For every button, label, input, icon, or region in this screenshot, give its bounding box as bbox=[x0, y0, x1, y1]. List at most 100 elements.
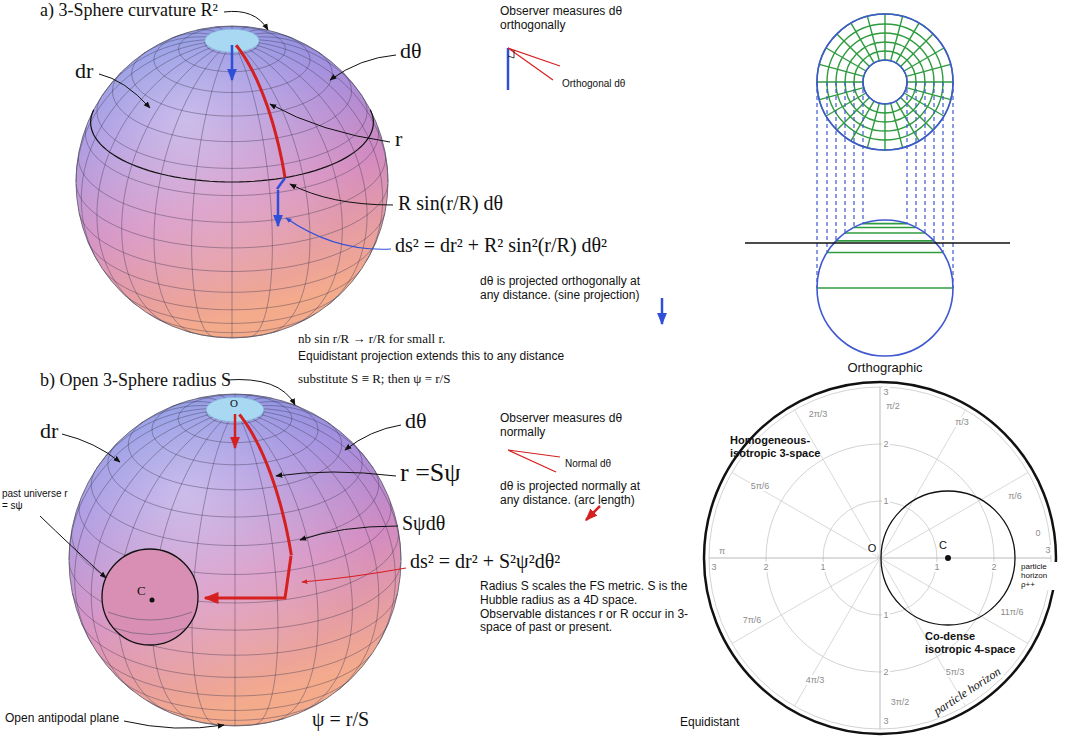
figure-caption: Equidistant bbox=[680, 716, 739, 730]
grid-spoke bbox=[732, 558, 880, 644]
sphere-grid-line bbox=[186, 719, 284, 726]
sphere-grid-line bbox=[91, 410, 235, 692]
axis-tick: 3 bbox=[710, 562, 717, 572]
sphere-grid-line bbox=[97, 97, 367, 168]
leader-line bbox=[62, 434, 120, 462]
angle-tick: 11π/6 bbox=[999, 607, 1024, 617]
sphere-grid-line bbox=[232, 41, 367, 306]
projection-dash bbox=[844, 82, 845, 233]
math-label: dθ bbox=[400, 38, 422, 63]
projection-dash bbox=[933, 82, 934, 241]
observer-arrow bbox=[234, 414, 237, 448]
equidistant-chart bbox=[704, 382, 1056, 734]
leader-line bbox=[302, 568, 406, 582]
grid-spoke bbox=[837, 98, 870, 131]
panel-title: a) 3-Sphere curvature R² bbox=[40, 0, 218, 21]
angle-tick: 7π/6 bbox=[742, 615, 763, 625]
grid-spoke bbox=[795, 410, 881, 558]
sphere-annotation bbox=[206, 397, 291, 555]
math-label: dr bbox=[40, 418, 58, 443]
side-view-circle bbox=[817, 220, 953, 356]
axis-tick: 2 bbox=[990, 562, 997, 572]
sphere-grid-line bbox=[76, 184, 388, 248]
horizon-label: particle horizon ρ++ bbox=[1020, 562, 1058, 590]
math-label: r bbox=[395, 126, 402, 151]
grid-ring bbox=[845, 42, 925, 122]
grid-ring bbox=[817, 14, 953, 150]
sphere-annotation bbox=[91, 29, 374, 182]
projection-dash bbox=[853, 82, 854, 227]
projection-dash bbox=[942, 82, 943, 253]
point-label: O bbox=[230, 397, 238, 410]
projection-arrow bbox=[205, 556, 291, 598]
projection-arrow bbox=[661, 298, 664, 324]
note-text: dθ is projected orthogonally at any dist… bbox=[480, 275, 652, 303]
horizon-label: particle horizon bbox=[930, 665, 1004, 720]
projection-dash bbox=[906, 82, 907, 224]
angle-tick: π/3 bbox=[954, 417, 970, 427]
point-label: C bbox=[938, 539, 948, 552]
centre-dot bbox=[945, 555, 951, 561]
math-label: Sψdθ bbox=[402, 512, 445, 535]
grid-spoke bbox=[880, 473, 1028, 559]
axis-tick: 1 bbox=[933, 562, 940, 572]
projected-parallel bbox=[845, 232, 925, 234]
sphere-grid-line bbox=[81, 41, 232, 262]
past-universe-circle bbox=[102, 549, 198, 645]
projection-dash bbox=[924, 82, 925, 233]
projected-parallel bbox=[827, 252, 943, 254]
axis-tick: 1 bbox=[882, 610, 889, 620]
projection-dash bbox=[952, 82, 953, 288]
projection-arrow bbox=[277, 190, 280, 226]
grid-ring bbox=[836, 33, 934, 131]
grid-spoke bbox=[795, 558, 881, 706]
grid-spoke bbox=[901, 98, 934, 131]
panel-title: b) Open 3-Sphere radius S bbox=[40, 370, 231, 391]
projection-dash bbox=[862, 82, 863, 224]
grid-spoke bbox=[880, 410, 966, 558]
metric-equation: ds² = dr² + S²ψ²dθ² bbox=[410, 550, 560, 573]
grid-spoke bbox=[817, 81, 863, 82]
sphere-grid-line bbox=[88, 241, 377, 292]
projection-line bbox=[277, 178, 285, 189]
sphere-grid-line bbox=[235, 410, 318, 721]
grid-spoke bbox=[837, 34, 870, 67]
projected-parallel bbox=[863, 223, 907, 225]
region-label: Co-dense isotropic 4-space bbox=[925, 630, 1020, 655]
angle-tick: π/6 bbox=[1007, 491, 1023, 501]
angle-tick: 2π/3 bbox=[808, 409, 829, 419]
grid-spoke bbox=[884, 14, 885, 60]
leader-line bbox=[270, 104, 390, 142]
projection-dash bbox=[835, 82, 836, 241]
sphere-body bbox=[69, 394, 401, 726]
note-text: dθ is projected normally at any distance… bbox=[500, 480, 650, 508]
angle-tick: 4π/3 bbox=[805, 675, 826, 685]
observer-symbol bbox=[508, 48, 560, 80]
math-label: dr bbox=[75, 58, 93, 83]
axis-tick: 2 bbox=[882, 439, 889, 449]
projected-parallel bbox=[836, 240, 934, 242]
grid-spoke bbox=[884, 104, 885, 150]
note-text: Observer measures dθ normally bbox=[500, 412, 628, 440]
sphere-grid-line bbox=[121, 680, 350, 710]
grid-spoke bbox=[880, 558, 881, 729]
angle-tick: π bbox=[718, 546, 726, 556]
sphere-grid-line bbox=[232, 41, 233, 338]
disc-outline bbox=[817, 14, 953, 150]
observer-arrow bbox=[231, 45, 234, 80]
radius-circle bbox=[91, 110, 374, 182]
sphere-grid-line bbox=[232, 41, 310, 333]
note-text: Observer measures dθ orthogonally bbox=[500, 5, 628, 33]
grid-ring bbox=[709, 387, 1051, 729]
math-label: ψ = r/S bbox=[312, 708, 369, 731]
orthographic-figure bbox=[817, 14, 953, 356]
axis-tick: 3 bbox=[882, 387, 889, 397]
grid-spoke bbox=[907, 81, 953, 82]
observer-symbol bbox=[508, 450, 560, 472]
sphere-grid-line bbox=[85, 127, 378, 195]
note-text: Equidistant projection extends this to a… bbox=[298, 350, 564, 364]
sphere-shine bbox=[69, 394, 401, 726]
grid-spoke bbox=[732, 473, 880, 559]
sphere-grid-line bbox=[75, 410, 235, 645]
axis-tick: 3 bbox=[1044, 545, 1051, 555]
